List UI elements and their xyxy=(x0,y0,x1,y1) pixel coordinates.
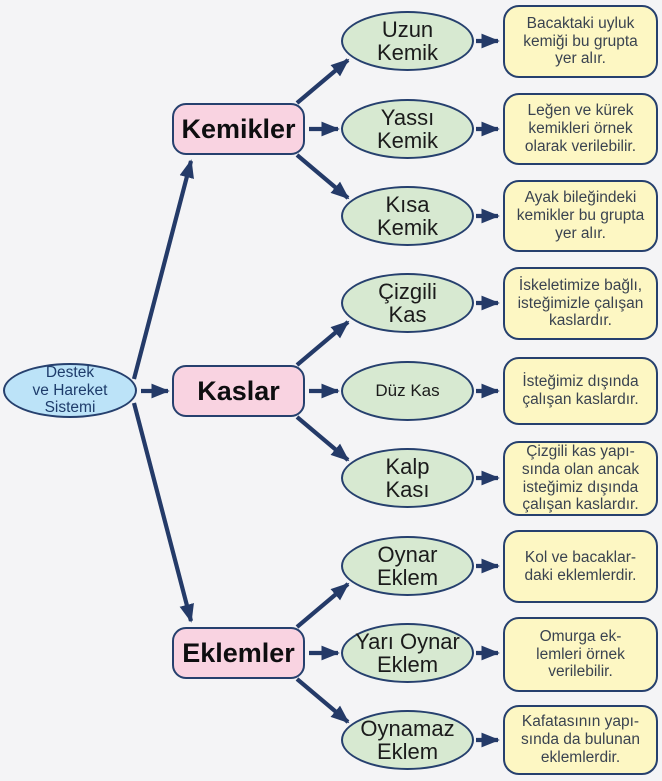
desc-uzun-kemik: Bacaktaki uyluk kemiği bu grupta yer alı… xyxy=(503,5,658,78)
arrow-kaslar-to-kalp xyxy=(295,415,350,462)
arrow-root-to-eklemler xyxy=(131,402,194,623)
node-oynar-eklem: Oynar Eklem xyxy=(341,536,474,596)
node-uzun-kemik: Uzun Kemik xyxy=(341,11,474,71)
desc-duz-kas: İsteğimiz dışında çalışan kaslardır. xyxy=(503,357,658,425)
desc-yassi-kemik: Leğen ve kürek kemikleri örnek olarak ve… xyxy=(503,93,658,165)
desc-duz-kas-text: İsteğimiz dışında çalışan kaslardır. xyxy=(522,373,639,408)
node-cizgili-kas-label: Çizgili Kas xyxy=(378,278,437,327)
node-yassi-kemik: Yassı Kemik xyxy=(341,99,474,159)
desc-kalp-kasi-text: Çizgili kas yapı- sında olan ancak isteğ… xyxy=(521,442,640,514)
root-node-label: Destek ve Hareket Sistemi xyxy=(32,364,108,417)
arrow-root-to-kemikler xyxy=(131,159,194,380)
arrow-kemikler-to-uzun xyxy=(295,58,350,105)
node-oynar-eklem-label: Oynar Eklem xyxy=(376,541,439,590)
desc-yassi-kemik-text: Leğen ve kürek kemikleri örnek olarak ve… xyxy=(524,102,637,155)
branch-kemikler-label: Kemikler xyxy=(181,113,296,144)
node-yari-oynar-eklem-label: Yarı Oynar Eklem xyxy=(355,628,460,677)
node-kisa-kemik-label: Kısa Kemik xyxy=(376,191,439,240)
node-duz-kas-label: Düz Kas xyxy=(375,381,440,401)
arrow-kemikler-to-kisa xyxy=(295,153,350,200)
desc-cizgili-kas-text: İskeletimize bağlı, isteğimizle çalışan … xyxy=(517,276,644,330)
desc-kisa-kemik-text: Ayak bileğindeki kemikler bu grupta yer … xyxy=(516,189,645,242)
root-node: Destek ve Hareket Sistemi xyxy=(3,363,137,418)
node-uzun-kemik-label: Uzun Kemik xyxy=(376,16,439,65)
node-yari-oynar-eklem: Yarı Oynar Eklem xyxy=(341,623,474,683)
node-kalp-kasi: Kalp Kası xyxy=(341,448,474,508)
desc-kisa-kemik: Ayak bileğindeki kemikler bu grupta yer … xyxy=(503,180,658,252)
arrow-kaslar-to-cizgili xyxy=(295,320,350,367)
desc-kalp-kasi: Çizgili kas yapı- sında olan ancak isteğ… xyxy=(503,441,658,516)
node-yassi-kemik-label: Yassı Kemik xyxy=(376,104,439,153)
node-oynamaz-eklem-label: Oynamaz Eklem xyxy=(360,715,455,764)
desc-uzun-kemik-text: Bacaktaki uyluk kemiği bu grupta yer alı… xyxy=(523,14,638,68)
node-kalp-kasi-label: Kalp Kası xyxy=(385,453,430,502)
node-duz-kas: Düz Kas xyxy=(341,361,474,421)
desc-oynamaz-eklem: Kafatasının yapı- sında da bulunan eklem… xyxy=(503,705,658,775)
node-oynamaz-eklem: Oynamaz Eklem xyxy=(341,710,474,770)
arrow-eklemler-to-oynar xyxy=(295,582,350,629)
node-kisa-kemik: Kısa Kemik xyxy=(341,186,474,246)
branch-kaslar: Kaslar xyxy=(172,365,305,417)
desc-cizgili-kas: İskeletimize bağlı, isteğimizle çalışan … xyxy=(503,267,658,340)
desc-oynar-eklem-text: Kol ve bacaklar- daki eklemlerdir. xyxy=(524,548,637,584)
desc-oynar-eklem: Kol ve bacaklar- daki eklemlerdir. xyxy=(503,530,658,603)
branch-eklemler: Eklemler xyxy=(172,627,305,679)
node-cizgili-kas: Çizgili Kas xyxy=(341,273,474,333)
desc-yari-oynar-eklem-text: Omurga ek- lemleri örnek verilebilir. xyxy=(536,627,625,681)
arrow-eklemler-to-oynamaz xyxy=(295,677,350,724)
desc-oynamaz-eklem-text: Kafatasının yapı- sında da bulunan eklem… xyxy=(521,713,640,766)
branch-kemikler: Kemikler xyxy=(172,103,305,155)
branch-eklemler-label: Eklemler xyxy=(182,637,295,668)
branch-kaslar-label: Kaslar xyxy=(197,375,280,406)
desc-yari-oynar-eklem: Omurga ek- lemleri örnek verilebilir. xyxy=(503,617,658,692)
